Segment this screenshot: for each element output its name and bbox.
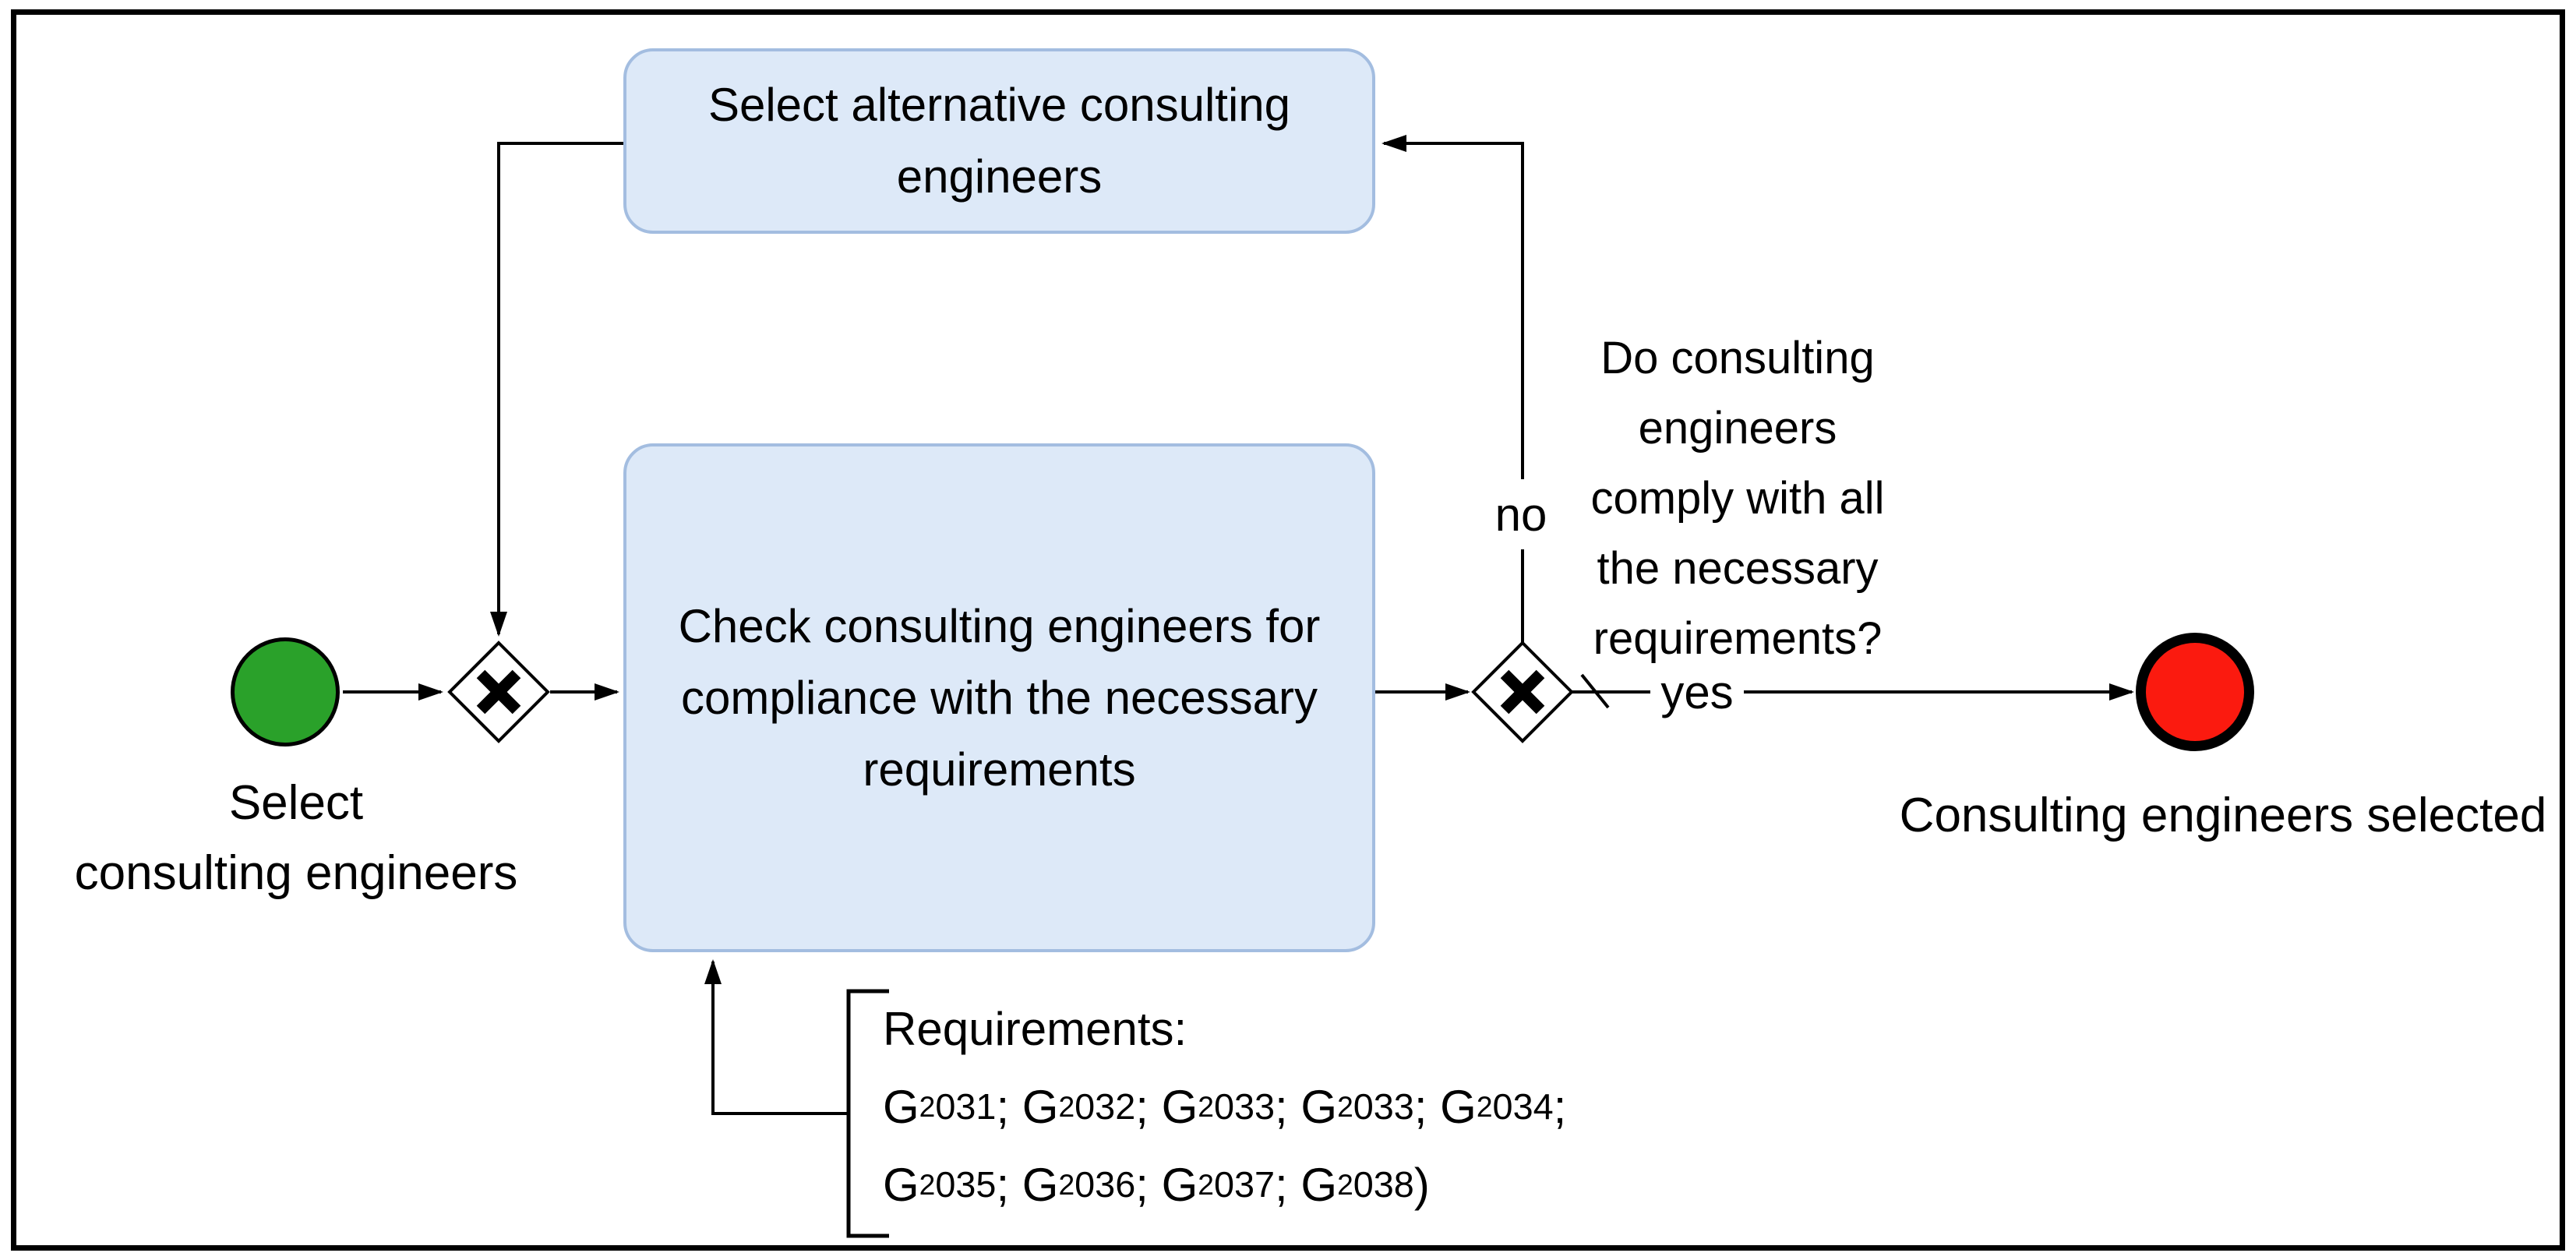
edge-label-yes: yes bbox=[1650, 665, 1744, 719]
edge-label-no: no bbox=[1470, 479, 1572, 549]
task-check-engineers-compliance: Check consulting engineers for complianc… bbox=[623, 443, 1375, 952]
flow-alternative-task-to-merge-gateway bbox=[490, 142, 623, 637]
exclusive-gateway-merge bbox=[447, 641, 550, 743]
start-event-circle bbox=[231, 637, 340, 746]
decision-question-label: Do consulting engineers comply with all … bbox=[1590, 333, 1885, 664]
task-select-alternative-engineers: Select alternative consulting engineers bbox=[623, 48, 1375, 234]
diagram-frame bbox=[11, 9, 2565, 1251]
annotation-title: Requirements: bbox=[883, 1002, 1187, 1055]
start-event-label: Select consulting engineers bbox=[74, 776, 518, 900]
task-label: Select alternative consulting engineers bbox=[708, 79, 1291, 203]
default-flow-slash-marker bbox=[1580, 673, 1610, 709]
end-event-label: Consulting engineers selected bbox=[1899, 789, 2547, 842]
flow-no-to-alternative-task bbox=[1382, 135, 1524, 643]
association-annotation-to-check-task bbox=[704, 959, 849, 1115]
annotation-bracket bbox=[846, 989, 889, 1238]
exclusive-gateway-decision bbox=[1471, 641, 1574, 743]
xor-gateway-icon bbox=[1471, 641, 1574, 743]
task-label: Check consulting engineers for complianc… bbox=[678, 599, 1321, 796]
xor-gateway-icon bbox=[447, 641, 550, 743]
end-event-circle bbox=[2136, 633, 2254, 751]
